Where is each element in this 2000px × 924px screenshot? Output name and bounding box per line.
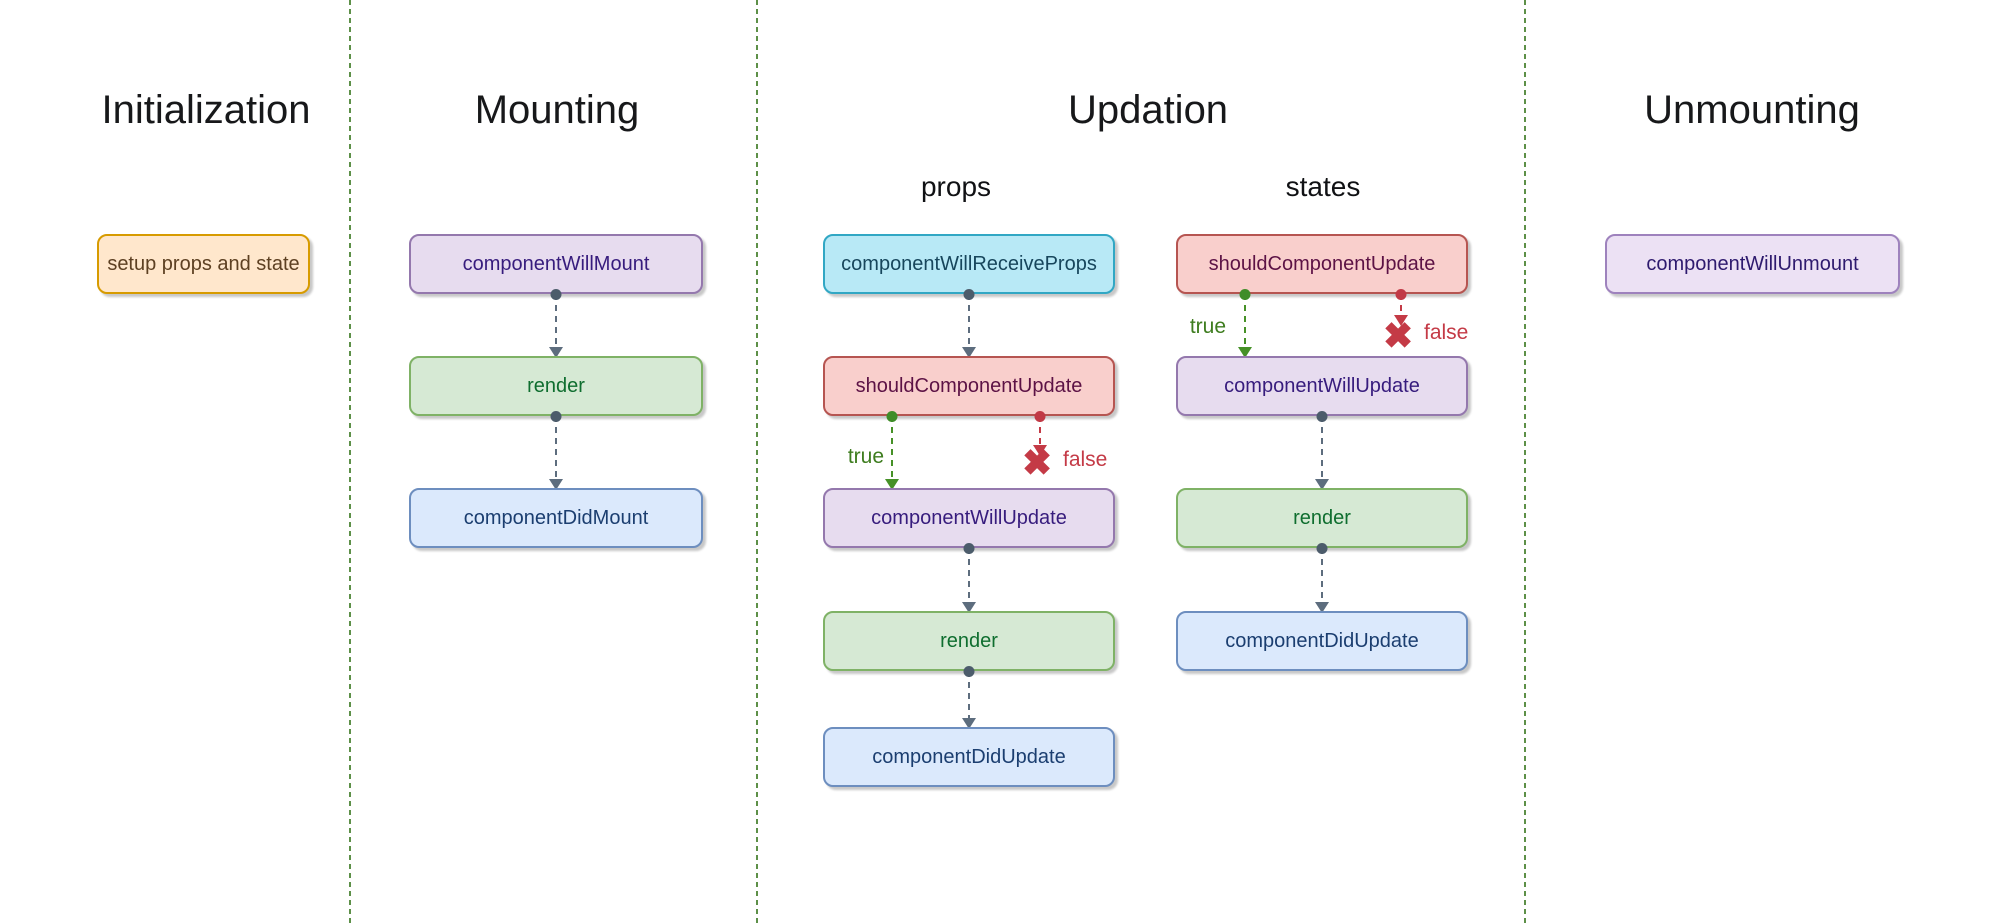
cross-icon: ✖: [1022, 442, 1053, 483]
arrow-render-to-did-mount: [555, 416, 557, 488]
node-component-did-update-props: componentDidUpdate: [823, 727, 1115, 787]
node-render-mounting: render: [409, 356, 703, 416]
column-divider: [1524, 0, 1526, 924]
subcolumn-title-states: states: [1285, 171, 1361, 202]
true-branch-label-states: true: [1189, 315, 1226, 338]
node-setup-props-and-state: setup props and state: [97, 234, 310, 294]
arrow-false-branch-states: [1400, 294, 1402, 324]
node-component-will-update-props: componentWillUpdate: [823, 488, 1115, 548]
arrow-will-mount-to-render: [555, 294, 557, 356]
node-should-component-update-props: shouldComponentUpdate: [823, 356, 1115, 416]
false-branch-label-states: false: [1424, 321, 1469, 344]
node-component-did-update-states: componentDidUpdate: [1176, 611, 1468, 671]
node-component-will-unmount: componentWillUnmount: [1605, 234, 1900, 294]
node-component-will-update-states: componentWillUpdate: [1176, 356, 1468, 416]
arrow-will-update-to-render-states: [1321, 416, 1323, 488]
subcolumn-title-props: props: [920, 171, 992, 202]
node-render-states: render: [1176, 488, 1468, 548]
arrow-render-to-did-update-props: [968, 671, 970, 727]
arrow-false-branch-props: [1039, 416, 1041, 454]
arrow-receive-props-to-should-update: [968, 294, 970, 356]
node-should-component-update-states: shouldComponentUpdate: [1176, 234, 1468, 294]
arrow-render-to-did-update-states: [1321, 548, 1323, 611]
node-component-did-mount: componentDidMount: [409, 488, 703, 548]
node-component-will-mount: componentWillMount: [409, 234, 703, 294]
column-title-unmounting: Unmounting: [1644, 88, 1860, 132]
column-divider: [756, 0, 758, 924]
false-branch-label-props: false: [1063, 448, 1108, 471]
node-component-will-receive-props: componentWillReceiveProps: [823, 234, 1115, 294]
column-title-initialization: Initialization: [101, 88, 311, 132]
arrow-will-update-to-render-props: [968, 548, 970, 611]
column-title-mounting: Mounting: [474, 88, 640, 132]
cross-icon: ✖: [1383, 315, 1414, 356]
node-render-props: render: [823, 611, 1115, 671]
arrow-true-branch-props: [891, 416, 893, 488]
column-divider: [349, 0, 351, 924]
column-title-updation: Updation: [1067, 88, 1229, 132]
true-branch-label-props: true: [847, 445, 884, 468]
arrow-true-branch-states: [1244, 294, 1246, 356]
